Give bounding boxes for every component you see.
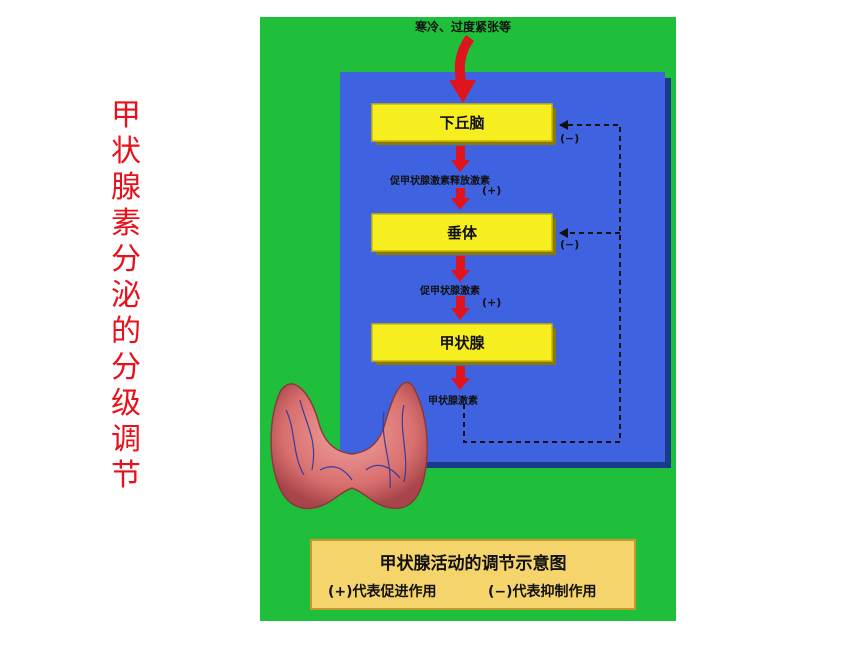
side-title-char: 调 (111, 422, 141, 457)
legend-minus-desc: (−)代表抑制作用 (488, 584, 597, 600)
plus-sign: (+) (482, 184, 502, 197)
down-arrow-icon (451, 296, 470, 320)
down-arrow-icon (451, 256, 470, 282)
hormone-tsh: 促甲状腺激素 (420, 286, 480, 297)
down-arrow-icon (451, 146, 470, 172)
box-hypothalamus (371, 103, 553, 142)
legend-plus-desc: (+)代表促进作用 (328, 584, 437, 600)
minus-sign: (−) (560, 132, 580, 145)
plus-sign: (+) (482, 296, 502, 309)
box-pituitary (371, 213, 553, 252)
minus-sign: (−) (560, 238, 580, 251)
legend-title: 甲状腺活动的调节示意图 (379, 554, 567, 574)
hormone-trh: 促甲状腺激素释放激素 (390, 176, 490, 187)
down-arrow-icon (451, 366, 470, 390)
side-title-char: 泌 (111, 278, 141, 313)
legend-box: 甲状腺活动的调节示意图 (+)代表促进作用 (−)代表抑制作用 (310, 539, 636, 610)
label-thyroid: 甲状腺 (439, 334, 485, 352)
condition-text: 寒冷、过度紧张等 (415, 20, 512, 34)
down-arrow-icon (451, 188, 470, 210)
side-title-char: 级 (111, 386, 141, 421)
side-title-char: 甲 (111, 98, 141, 133)
label-hypothalamus: 下丘脑 (439, 114, 485, 132)
side-title: 甲 状 腺 素 分 泌 的 分 级 调 节 (108, 98, 144, 494)
hormone-thyroxine: 甲状腺激素 (428, 396, 478, 407)
box-thyroid (371, 323, 553, 362)
down-arrow-icon (449, 35, 476, 103)
thyroid-gland-icon (270, 381, 428, 510)
dashed-feedback-arrow-icon (463, 120, 621, 443)
side-title-char: 节 (111, 458, 141, 493)
label-pituitary: 垂体 (446, 224, 477, 242)
side-title-char: 腺 (111, 170, 141, 205)
side-title-char: 分 (111, 242, 141, 277)
side-title-char: 分 (111, 350, 141, 385)
side-title-char: 素 (111, 206, 141, 241)
side-title-char: 状 (111, 134, 141, 169)
side-title-char: 的 (111, 314, 141, 349)
